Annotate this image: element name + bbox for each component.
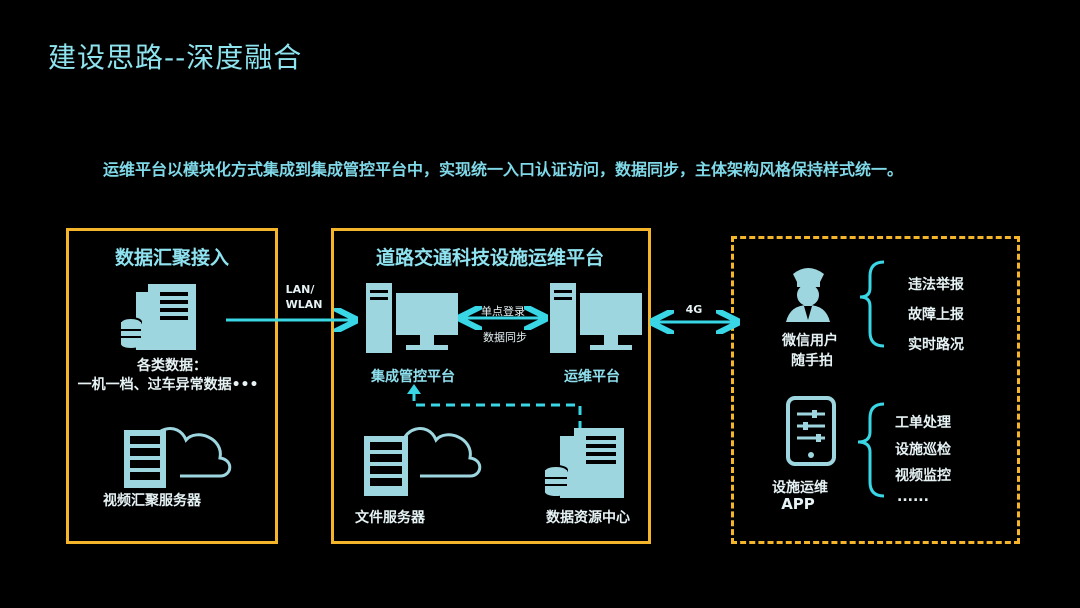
- ops-platform-label: 运维平台: [564, 369, 620, 385]
- wlan-label: WLAN: [285, 298, 323, 311]
- mobile-users-box: [731, 236, 1020, 544]
- file-server-icon: [364, 427, 482, 496]
- sync-label: 数据同步: [483, 331, 527, 344]
- dashed-connector: [412, 390, 582, 430]
- lan-label: LAN/: [285, 283, 315, 296]
- wechat-item: 违法举报: [908, 277, 964, 293]
- page-title: 建设思路--深度融合: [48, 41, 303, 74]
- wechat-snap-label: 随手拍: [791, 353, 833, 369]
- brace-app: [857, 402, 885, 498]
- brace-wechat: [859, 260, 885, 348]
- ops-platform-box: [331, 228, 651, 544]
- data-center-icon: [544, 428, 624, 498]
- wechat-item: 实时路况: [908, 337, 964, 353]
- wechat-user-label: 微信用户: [782, 333, 838, 349]
- app-item: 工单处理: [895, 415, 951, 431]
- app-item: 设施巡检: [895, 442, 951, 458]
- server-db-icon: [120, 284, 196, 350]
- integrated-platform-pc-icon: [366, 283, 458, 353]
- page-subtitle: 运维平台以模块化方式集成到集成管控平台中，实现统一入口认证访问，数据同步，主体架…: [103, 160, 904, 179]
- ops-platform-title: 道路交通科技设施运维平台: [375, 247, 605, 269]
- app-item: 视频监控: [895, 468, 951, 484]
- data-types-detail: 一机一档、过车异常数据•••: [77, 377, 259, 393]
- phone-app-icon: [786, 396, 836, 466]
- g4-label: 4G: [685, 303, 703, 316]
- app-label-line2: APP: [781, 495, 815, 513]
- data-types-label: 各类数据：: [137, 358, 207, 374]
- data-center-label: 数据资源中心: [546, 510, 630, 526]
- sso-label: 单点登录: [481, 305, 525, 318]
- data-aggregation-box: [66, 228, 278, 544]
- file-server-label: 文件服务器: [355, 510, 425, 526]
- app-item: ......: [897, 489, 929, 505]
- data-aggregation-title: 数据汇聚接入: [114, 247, 230, 269]
- wechat-item: 故障上报: [908, 307, 964, 323]
- officer-user-icon: [786, 268, 830, 322]
- integrated-platform-label: 集成管控平台: [371, 369, 455, 385]
- cloud-server-icon: [124, 427, 232, 488]
- ops-platform-pc-icon: [550, 283, 642, 353]
- video-server-label: 视频汇聚服务器: [103, 493, 201, 509]
- app-label-line1: 设施运维: [772, 480, 828, 496]
